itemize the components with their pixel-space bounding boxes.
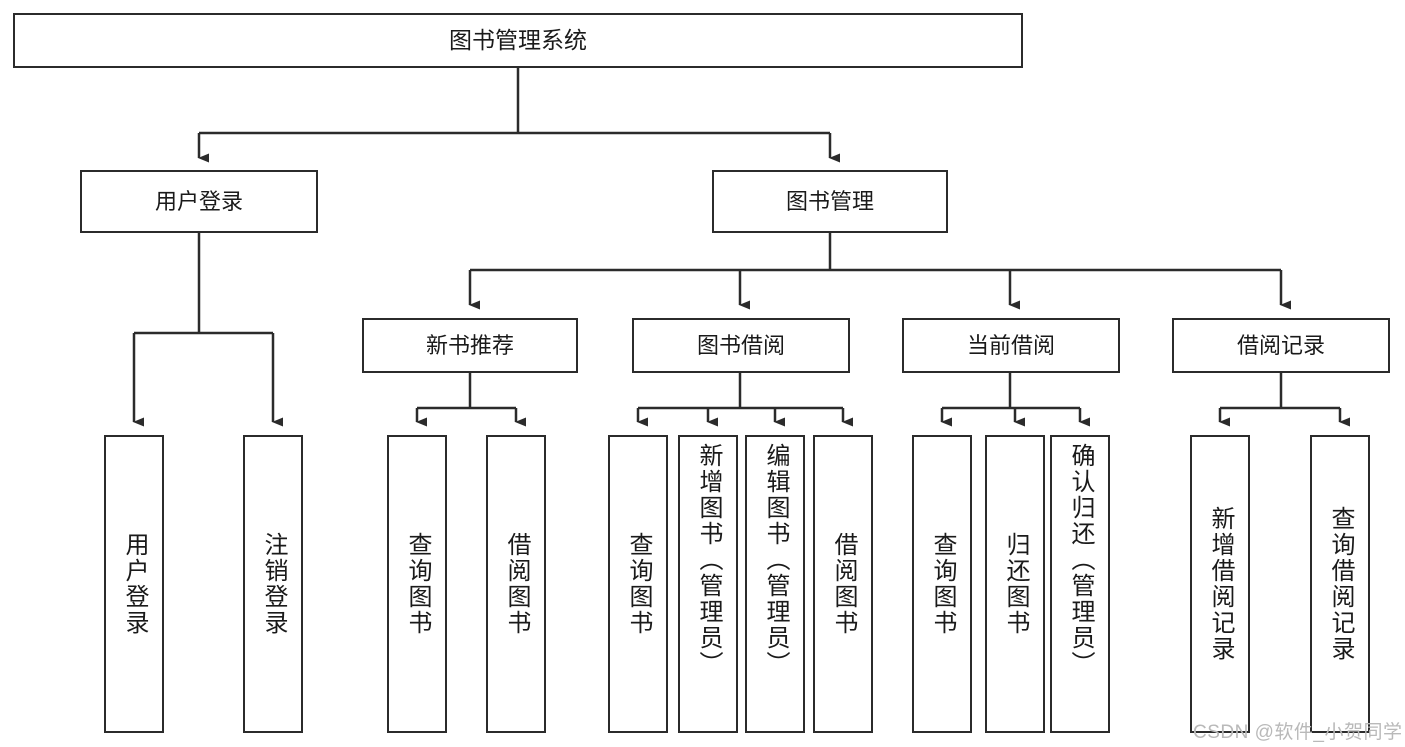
node-leaf-query-book-2-label: 查询图书 <box>625 532 652 636</box>
node-leaf-query-record-label: 查询借阅记录 <box>1327 506 1354 662</box>
node-leaf-add-book-label: 新增图书（管理员） <box>695 443 722 677</box>
node-leaf-borrow-book-1-label: 借阅图书 <box>503 532 530 636</box>
node-leaf-confirm-return[interactable]: 确认归还（管理员） <box>1050 435 1110 733</box>
node-new-book-recommend[interactable]: 新书推荐 <box>362 318 578 373</box>
node-leaf-borrow-book-2-label: 借阅图书 <box>830 532 857 636</box>
node-leaf-query-book-2[interactable]: 查询图书 <box>608 435 668 733</box>
node-leaf-confirm-return-label: 确认归还（管理员） <box>1067 443 1094 677</box>
node-current-borrow[interactable]: 当前借阅 <box>902 318 1120 373</box>
node-book-manage[interactable]: 图书管理 <box>712 170 948 233</box>
edge-group-book-borrow <box>636 373 853 427</box>
node-leaf-logout[interactable]: 注销登录 <box>243 435 303 733</box>
node-leaf-add-record[interactable]: 新增借阅记录 <box>1190 435 1250 733</box>
node-book-borrow[interactable]: 图书借阅 <box>632 318 850 373</box>
node-leaf-query-record[interactable]: 查询借阅记录 <box>1310 435 1370 733</box>
leaf-inner: 用户登录 <box>106 437 162 731</box>
edge-group-borrow-record <box>1218 373 1350 427</box>
node-book-borrow-label: 图书借阅 <box>696 332 785 358</box>
node-leaf-borrow-book-2[interactable]: 借阅图书 <box>813 435 873 733</box>
leaf-inner: 新增图书（管理员） <box>680 437 736 731</box>
leaf-inner: 查询借阅记录 <box>1312 437 1368 731</box>
node-leaf-return-book[interactable]: 归还图书 <box>985 435 1045 733</box>
node-leaf-user-login-label: 用户登录 <box>121 532 148 636</box>
node-borrow-record[interactable]: 借阅记录 <box>1172 318 1390 373</box>
leaf-inner: 查询图书 <box>610 437 666 731</box>
node-leaf-add-book[interactable]: 新增图书（管理员） <box>678 435 738 733</box>
leaf-inner: 归还图书 <box>987 437 1043 731</box>
edge-group-book-manage <box>468 233 1291 310</box>
leaf-inner: 借阅图书 <box>815 437 871 731</box>
node-leaf-logout-label: 注销登录 <box>260 532 287 636</box>
edge-group-user-login <box>132 233 283 427</box>
leaf-inner: 注销登录 <box>245 437 301 731</box>
leaf-inner: 查询图书 <box>914 437 970 731</box>
node-leaf-return-book-label: 归还图书 <box>1002 532 1029 636</box>
node-root-system[interactable]: 图书管理系统 <box>13 13 1023 68</box>
node-leaf-user-login[interactable]: 用户登录 <box>104 435 164 733</box>
node-user-login-label: 用户登录 <box>154 188 243 214</box>
node-leaf-add-record-label: 新增借阅记录 <box>1207 506 1234 662</box>
node-user-login[interactable]: 用户登录 <box>80 170 318 233</box>
leaf-inner: 借阅图书 <box>488 437 544 731</box>
edge-group-root <box>197 68 840 163</box>
leaf-inner: 新增借阅记录 <box>1192 437 1248 731</box>
node-borrow-record-label: 借阅记录 <box>1236 332 1325 358</box>
node-leaf-edit-book[interactable]: 编辑图书（管理员） <box>745 435 805 733</box>
node-leaf-edit-book-label: 编辑图书（管理员） <box>762 443 789 677</box>
node-leaf-query-book-3[interactable]: 查询图书 <box>912 435 972 733</box>
node-leaf-borrow-book-1[interactable]: 借阅图书 <box>486 435 546 733</box>
node-root-label: 图书管理系统 <box>449 27 587 54</box>
leaf-inner: 确认归还（管理员） <box>1052 437 1108 731</box>
leaf-inner: 编辑图书（管理员） <box>747 437 803 731</box>
csdn-watermark: CSDN @软件_小贺同学 <box>1193 722 1403 743</box>
leaf-inner: 查询图书 <box>389 437 445 731</box>
node-book-manage-label: 图书管理 <box>785 188 874 214</box>
node-leaf-query-book-3-label: 查询图书 <box>929 532 956 636</box>
edge-group-new-book-recommend <box>415 373 526 427</box>
node-current-borrow-label: 当前借阅 <box>966 332 1055 358</box>
node-leaf-query-book-1-label: 查询图书 <box>404 532 431 636</box>
node-new-book-recommend-label: 新书推荐 <box>425 332 514 358</box>
edge-group-current-borrow <box>940 373 1090 427</box>
node-leaf-query-book-1[interactable]: 查询图书 <box>387 435 447 733</box>
